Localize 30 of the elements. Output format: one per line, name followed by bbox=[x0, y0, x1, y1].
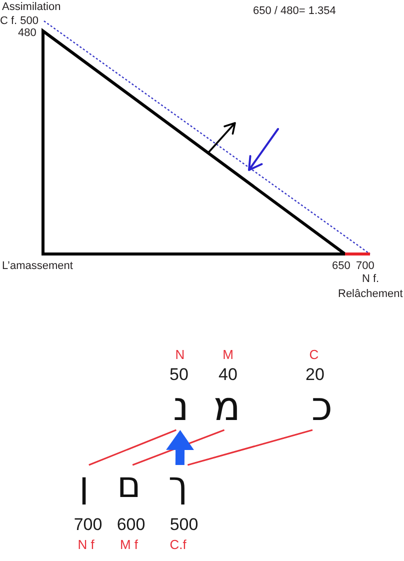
numeric-value-label: 50 bbox=[170, 366, 188, 383]
letter-name-label: C.f bbox=[170, 538, 186, 551]
connector-line bbox=[88, 429, 176, 466]
hebrew-letter: מ bbox=[213, 384, 241, 430]
hebrew-letter: כ bbox=[311, 384, 333, 430]
hebrew-letter: נ bbox=[173, 384, 189, 430]
letter-name-label: M bbox=[222, 348, 234, 361]
numeric-value-label: 500 bbox=[170, 516, 198, 533]
letter-name-label: M f bbox=[120, 538, 138, 551]
numeric-value-label: 600 bbox=[116, 516, 146, 533]
numeric-value-label: 40 bbox=[218, 366, 238, 383]
value-label: 650 bbox=[332, 261, 350, 272]
connector-line bbox=[187, 429, 313, 466]
value-label: 700 bbox=[356, 261, 374, 272]
arrow bbox=[166, 430, 194, 466]
hebrew-letter: ם bbox=[117, 465, 141, 506]
vertex-label: L’amassement bbox=[2, 261, 73, 272]
letter-name-label: N bbox=[175, 348, 185, 361]
value-label: C f. 500 bbox=[0, 16, 39, 27]
value-label: N f. bbox=[362, 274, 380, 285]
numeric-value-label: 700 bbox=[74, 516, 102, 533]
hebrew-letter: ן bbox=[79, 465, 89, 506]
hebrew-letter: ך bbox=[168, 465, 188, 506]
numeric-value-label: 20 bbox=[306, 366, 324, 383]
letter-name-label: C bbox=[309, 348, 319, 361]
ratio-formula: 650 / 480= 1.354 bbox=[253, 6, 336, 17]
letter-name-label: N f bbox=[78, 538, 94, 551]
value-label: 480 bbox=[18, 28, 36, 39]
vertex-label: Assimilation bbox=[2, 2, 61, 13]
vertex-label: Relâchement bbox=[338, 289, 403, 300]
